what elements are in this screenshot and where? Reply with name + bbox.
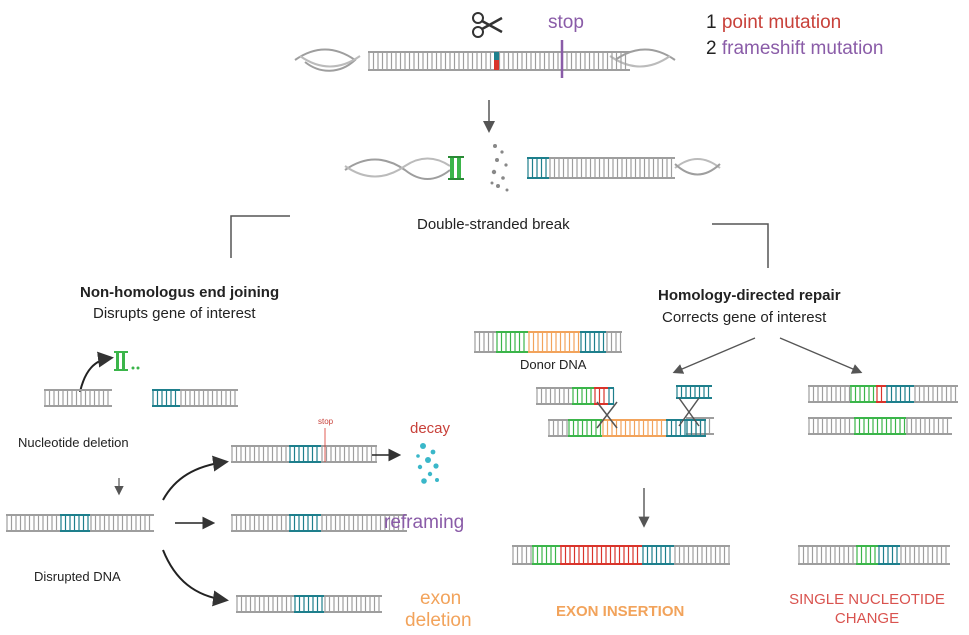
stop-label: stop [548, 12, 584, 33]
nhej-outcome-stop-dna [231, 445, 377, 463]
nhej-step-disrupted: Disrupted DNA [34, 569, 121, 584]
legend-item-2: 2 frameshift mutation [706, 38, 883, 60]
exon-label-line1: exon [420, 588, 462, 609]
snc-label-line1: SINGLE NUCLEOTIDE [789, 591, 945, 608]
break-label: Double-stranded break [417, 216, 570, 233]
small-stop-label: stop [318, 417, 334, 426]
arrow-to-snc-mech [779, 337, 863, 374]
donor-dna-label: Donor DNA [520, 357, 587, 372]
exon-insertion-label: EXON INSERTION [556, 603, 685, 620]
exon-label-line2: deletion [405, 610, 472, 631]
decay-fragments-icon [416, 443, 439, 484]
nhej-disrupted-dna [6, 514, 154, 532]
top-dna-molecule [294, 48, 676, 72]
crossover-marks [596, 397, 700, 429]
nhej-dna-right-fragment [152, 389, 238, 407]
legend-item-2-label: frameshift mutation [721, 38, 884, 59]
hdr-snc-mechanism [808, 385, 958, 435]
legend-item-1-number: 1 [706, 12, 717, 33]
reframing-label: reframing [384, 512, 465, 533]
donor-dna-molecule [474, 331, 622, 353]
hdr-subtitle: Corrects gene of interest [662, 309, 827, 326]
nhej-subtitle: Disrupts gene of interest [93, 305, 256, 322]
nhej-dna-left-fragment [44, 389, 112, 407]
nhej-outcome-exon-deletion-dna [236, 595, 382, 613]
hdr-title: Homology-directed repair [658, 287, 841, 304]
arrow-to-decay [162, 455, 229, 501]
nhej-title: Non-homologus end joining [80, 284, 280, 301]
hdr-insertion-mechanism [536, 385, 714, 437]
legend-item-1: 1 point mutation [706, 12, 841, 34]
arrow-to-exon-deletion [162, 549, 229, 607]
broken-dna-left [344, 156, 464, 180]
nhej-deletion-arrow [79, 351, 114, 393]
single-nucleotide-change-dna [798, 545, 950, 565]
break-fragments [490, 144, 509, 192]
nhej-deleted-fragment [114, 351, 140, 371]
broken-dna-right [527, 157, 721, 179]
arrow-to-insertion-mech [672, 337, 756, 374]
legend-item-1-label: point mutation [721, 12, 842, 33]
exon-insertion-dna [512, 545, 730, 565]
branch-line-right [712, 223, 769, 268]
nhej-step-deletion: Nucleotide deletion [18, 435, 129, 450]
branch-line-left [230, 215, 290, 258]
nhej-outcome-reframing-dna [231, 514, 407, 532]
decay-label: decay [410, 420, 451, 437]
point-mutation-mark [494, 60, 499, 70]
scissors-icon [472, 12, 503, 38]
legend-item-2-number: 2 [706, 38, 717, 59]
snc-label-line2: CHANGE [834, 610, 900, 627]
